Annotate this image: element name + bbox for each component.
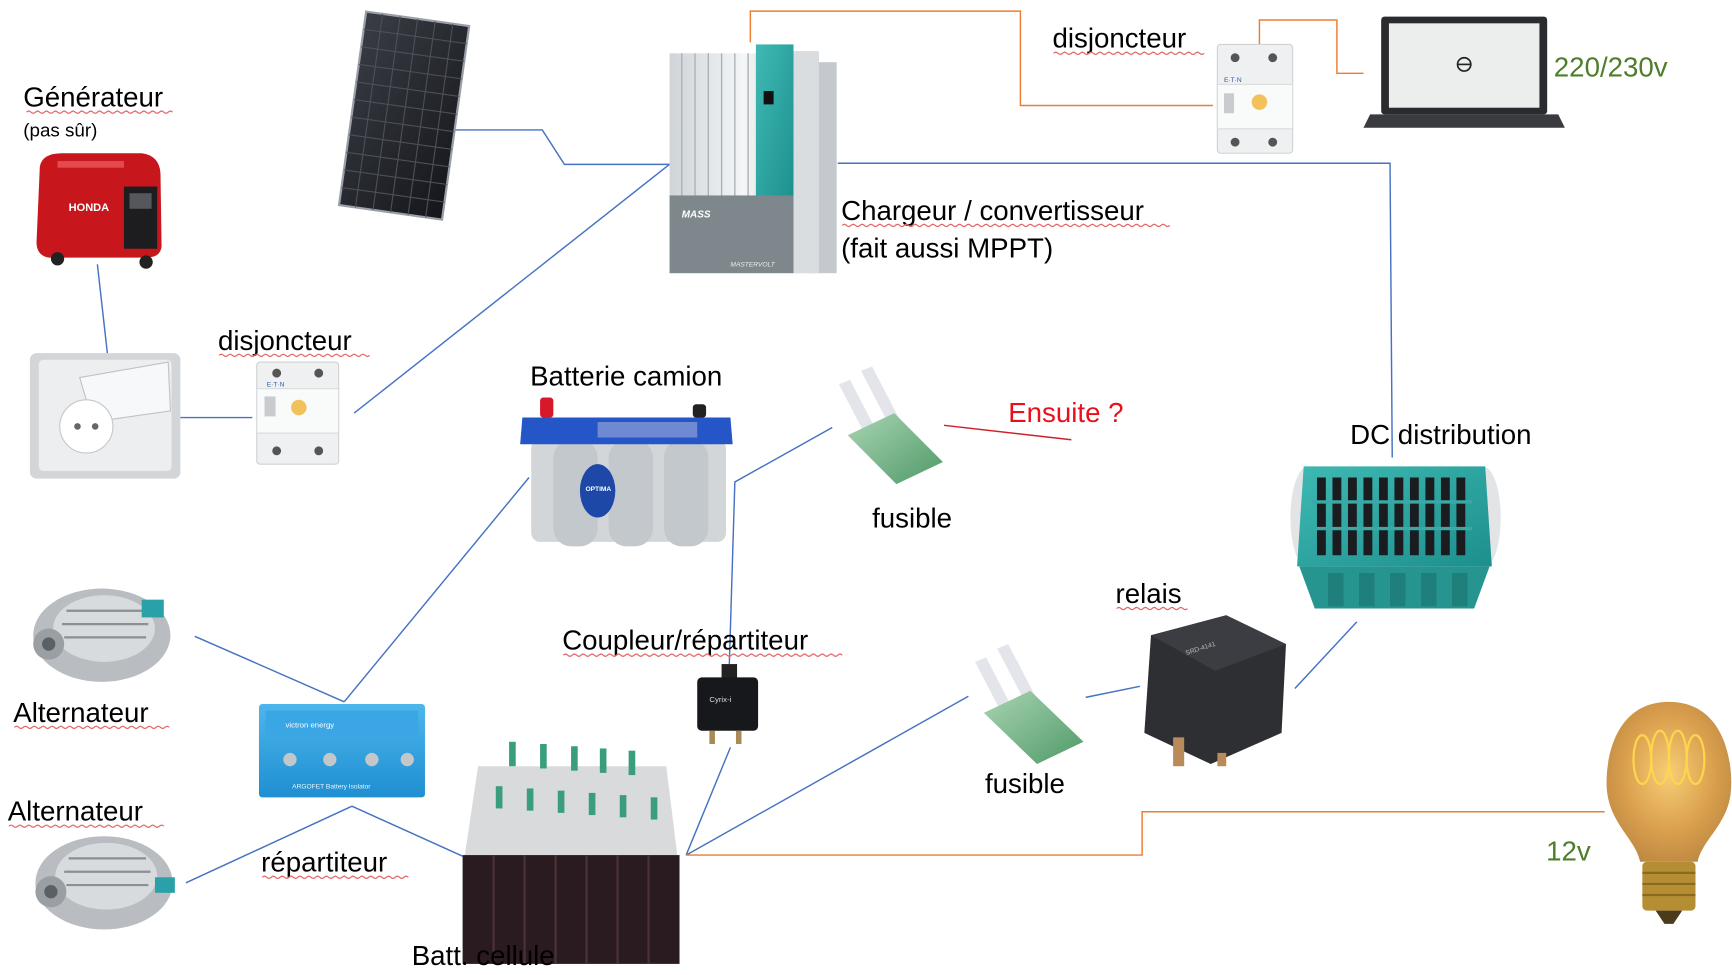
wire-coupler-cellbattery: [685, 747, 732, 856]
wire-cellbattery-bulb: [686, 811, 1605, 856]
spellcheck-underline: [562, 653, 843, 657]
spellcheck-underline: [218, 353, 371, 358]
labels: Générateur (pas sûr) disjoncteur disjonc…: [8, 23, 1668, 971]
spellcheck-underline: [26, 110, 174, 114]
laptop-device: [1363, 16, 1565, 128]
label-truck-battery: Batterie camion: [530, 360, 722, 391]
breaker-top-device: E·T·N: [1216, 43, 1294, 154]
spellcheck-underline: [8, 824, 165, 828]
label-splitter: répartiteur: [261, 847, 387, 878]
generator-device: HONDA: [36, 153, 162, 269]
wire-fuse-top-coupler: [728, 426, 833, 665]
label-voltage-dc: 12v: [1546, 836, 1591, 867]
dc-distribution-device: [1290, 466, 1501, 609]
alternator-1-device: [33, 588, 171, 682]
label-charger-note: (fait aussi MPPT): [841, 233, 1053, 264]
charger-brand-mark: MASS: [682, 210, 711, 221]
coupler-model-mark: Cyrix-i: [709, 695, 731, 704]
wire-alternator1-isolator: [194, 635, 345, 703]
wire-alternator2-isolator: [185, 805, 353, 884]
wire-isolator-truckbattery: [343, 477, 530, 703]
alternator-2-device: [35, 836, 175, 930]
label-charger: Chargeur / convertisseur: [841, 195, 1144, 226]
relay-device: SRD-4141: [1144, 615, 1286, 767]
label-breaker-top: disjoncteur: [1052, 23, 1186, 54]
svg-text:E·T·N: E·T·N: [267, 381, 285, 388]
fuse-top-device: [838, 366, 943, 485]
label-dc-distribution: DC distribution: [1350, 419, 1531, 450]
coupler-device: Cyrix-i: [697, 664, 759, 745]
wire-charger-dc-distribution: [837, 162, 1393, 458]
wire-generator-socket: [96, 264, 109, 354]
charger-maker-mark: MASTERVOLT: [730, 262, 775, 269]
spellcheck-underline: [261, 875, 409, 879]
wires: [96, 10, 1605, 884]
wire-breaker-charger: [353, 163, 671, 414]
svg-text:E·T·N: E·T·N: [1224, 77, 1242, 84]
label-cell-battery: Batt. cellule: [412, 940, 555, 971]
label-fuse-top: fusible: [872, 502, 952, 533]
label-voltage-ac: 220/230v: [1554, 52, 1668, 83]
label-alternator-1: Alternateur: [13, 697, 148, 728]
svg-text:HONDA: HONDA: [69, 202, 110, 214]
label-generator-note: (pas sûr): [23, 120, 97, 141]
wire-isolator-cellbattery: [351, 805, 463, 857]
wire-breaker-top-laptop: [1258, 19, 1364, 75]
socket-device: [29, 353, 181, 479]
wire-solar-charger: [453, 129, 670, 166]
label-generator: Générateur: [23, 82, 163, 113]
isolator-model-mark: ARGOFET Battery Isolator: [292, 783, 371, 790]
charger-inverter-device: MASS MASTERVOLT: [669, 44, 837, 274]
bulb-device: [1606, 701, 1732, 924]
breaker-left-device: E·T·N: [256, 361, 340, 465]
battery-isolator-device: victron energy ARGOFET Battery Isolator: [258, 704, 425, 798]
truck-battery-device: OPTIMA: [520, 397, 733, 547]
solar-panel-device: [337, 10, 471, 221]
spellcheck-underline: [841, 223, 1171, 228]
wire-fuse-question: [943, 424, 1072, 441]
label-breaker-left: disjoncteur: [218, 325, 352, 356]
cell-battery-device: [462, 741, 680, 964]
wire-dc-distribution-relay: [1294, 621, 1358, 689]
spellcheck-underline: [13, 725, 170, 730]
battery-brand-mark: OPTIMA: [585, 486, 611, 493]
label-question: Ensuite ?: [1008, 397, 1123, 428]
spellcheck-underline: [1116, 606, 1188, 611]
wire-fuse-cellbattery: [685, 695, 969, 856]
wire-relay-fuse: [1085, 685, 1141, 699]
fuse-bottom-device: [975, 644, 1084, 765]
label-alternator-2: Alternateur: [8, 796, 143, 827]
label-coupler: Coupleur/répartiteur: [562, 625, 808, 656]
isolator-brand-mark: victron energy: [286, 720, 335, 729]
label-relay: relais: [1116, 578, 1182, 609]
spellcheck-underline: [1053, 51, 1205, 56]
wire-charger-breaker-top: [749, 10, 1213, 107]
label-fuse-bottom: fusible: [985, 768, 1065, 799]
